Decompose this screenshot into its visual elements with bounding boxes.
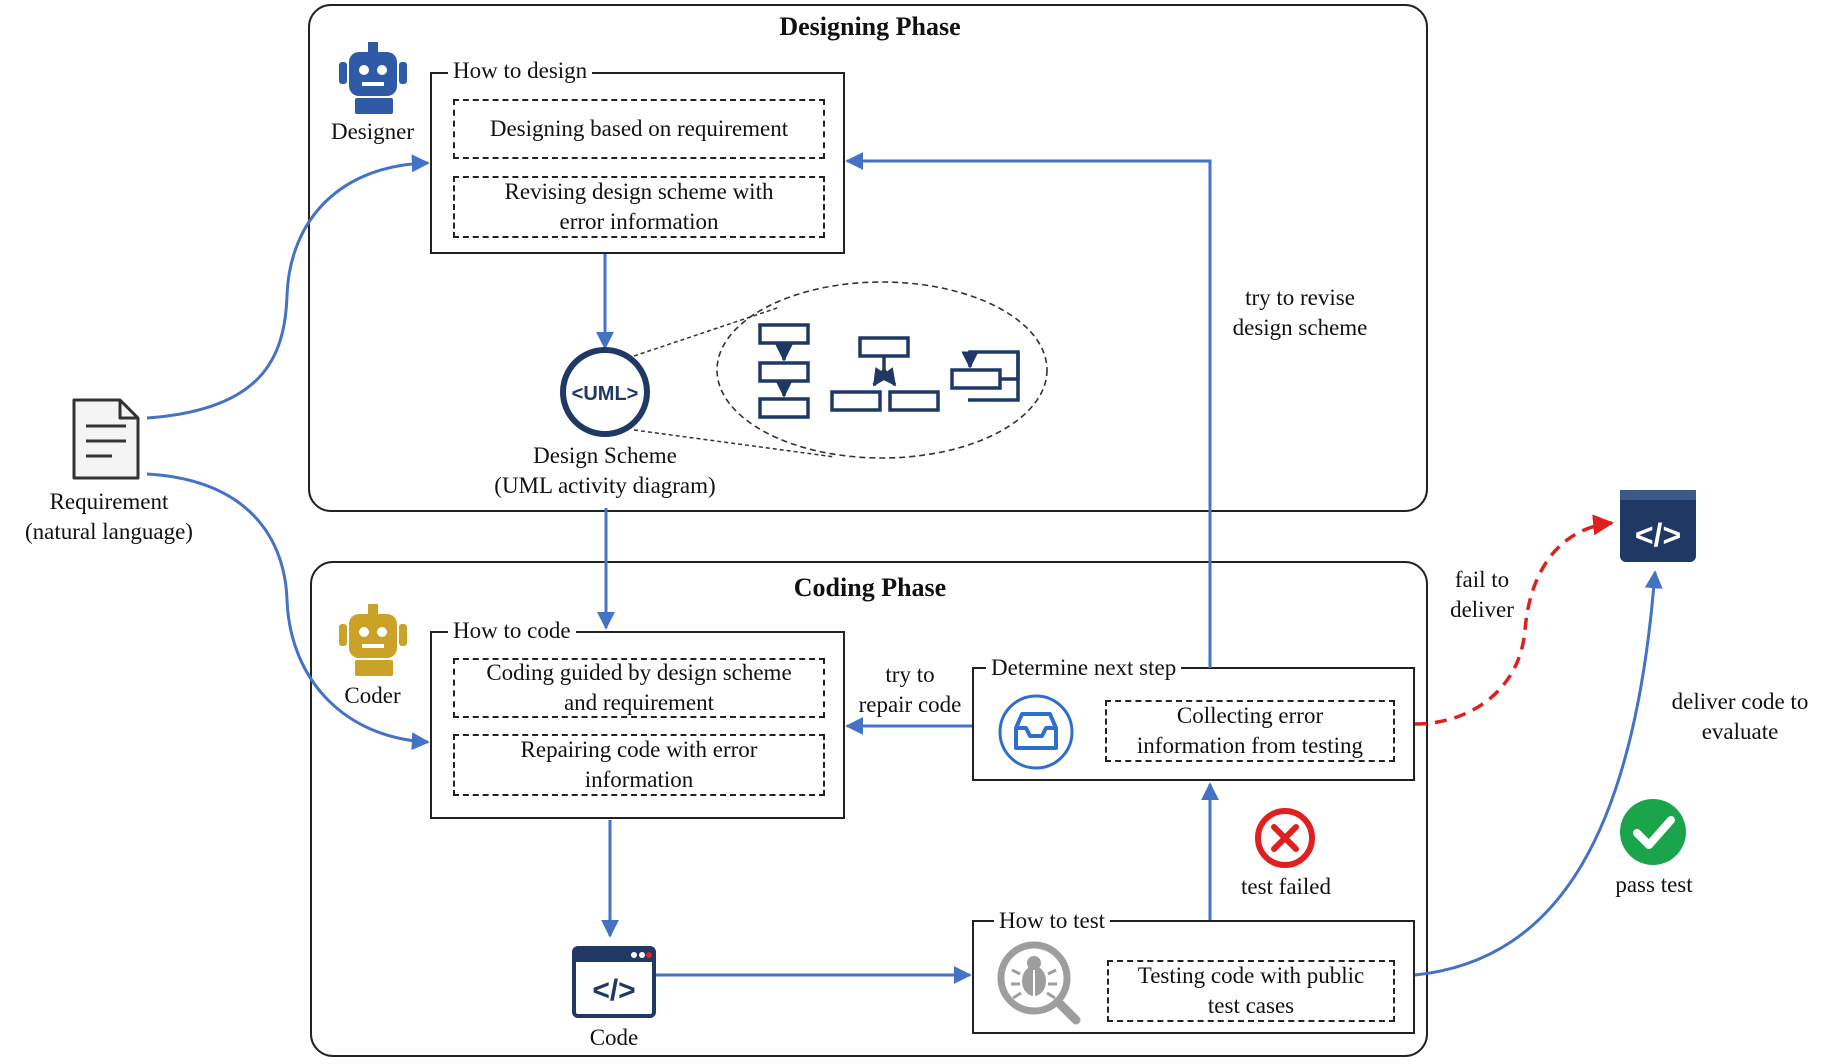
design-scheme-line1: Design Scheme xyxy=(533,443,677,468)
deliver-line1: deliver code to xyxy=(1671,689,1809,714)
determine-next-step-legend: Determine next step xyxy=(986,654,1182,682)
uml-icon-text: <UML> xyxy=(572,383,639,405)
try-revise-line2: design scheme xyxy=(1232,315,1368,340)
how-to-design-item2-line1: Revising design scheme with xyxy=(504,179,774,204)
how-to-test-item-line2: test cases xyxy=(1207,993,1295,1018)
revising-design-scheme: Revising design scheme with error inform… xyxy=(453,176,825,238)
how-to-code-item2-line1: Repairing code with error xyxy=(520,737,758,762)
determine-next-step-box xyxy=(972,667,1415,781)
delivered-code-icon xyxy=(1620,490,1696,562)
how-to-design-item2-line2: error information xyxy=(559,209,719,234)
arrow-requirement-to-code xyxy=(146,472,430,751)
arrow-requirement-to-design xyxy=(146,154,430,420)
designing-phase-title: Designing Phase xyxy=(779,12,961,41)
bug-search-icon xyxy=(997,941,1081,1025)
pass-test-icon xyxy=(1620,799,1686,865)
collecting-error-information: Collecting error information from testin… xyxy=(1105,700,1395,762)
design-scheme-label: Design Scheme (UML activity diagram) xyxy=(470,441,740,501)
how-to-code-item1-line2: and requirement xyxy=(563,690,715,715)
deliver-line2: evaluate xyxy=(1701,719,1779,744)
code-label: Code xyxy=(589,1025,639,1050)
uml-zoom-ellipse xyxy=(716,281,1048,459)
designing-phase-container xyxy=(308,4,1428,512)
deliver-code-label: deliver code to evaluate xyxy=(1655,687,1825,747)
how-to-design-box xyxy=(430,72,845,254)
uml-flow-sample-3 xyxy=(950,350,1020,402)
uml-flow-sample-1 xyxy=(758,323,810,419)
coding-guided-by-design: Coding guided by design scheme and requi… xyxy=(453,658,825,718)
how-to-test-box xyxy=(972,920,1415,1034)
how-to-test-item-line1: Testing code with public xyxy=(1137,963,1365,988)
coder-label: Coder xyxy=(344,683,401,708)
designer-label: Designer xyxy=(330,119,415,144)
how-to-code-item2-line2: information xyxy=(584,767,694,792)
zoom-line-bottom xyxy=(633,429,836,458)
test-failed-icon xyxy=(1255,808,1315,868)
try-revise-label: try to revise design scheme xyxy=(1200,283,1400,343)
designing-based-on-requirement: Designing based on requirement xyxy=(453,99,825,159)
fail-to-deliver-label: fail to deliver xyxy=(1432,565,1532,625)
uml-flow-sample-2 xyxy=(830,336,940,412)
how-to-design-item1: Designing based on requirement xyxy=(489,116,789,141)
requirement-line1: Requirement xyxy=(49,489,169,514)
test-failed-label: test failed xyxy=(1240,874,1332,899)
code-file-icon xyxy=(572,946,656,1018)
coding-phase-container xyxy=(310,561,1428,1057)
repairing-code: Repairing code with error information xyxy=(453,734,825,796)
arrow-determine-to-design xyxy=(845,152,1212,668)
how-to-test-legend: How to test xyxy=(994,907,1111,935)
try-revise-line1: try to revise xyxy=(1245,285,1355,310)
design-scheme-line2: (UML activity diagram) xyxy=(494,473,716,498)
requirement-label: Requirement (natural language) xyxy=(4,487,214,547)
how-to-code-item1-line1: Coding guided by design scheme xyxy=(486,660,792,685)
how-to-code-box xyxy=(430,631,845,819)
arrow-fail-to-deliver xyxy=(1414,514,1615,726)
designer-robot-icon xyxy=(339,42,407,114)
fail-deliver-line1: fail to xyxy=(1454,567,1510,592)
testing-code-with-public-tests: Testing code with public test cases xyxy=(1107,960,1395,1022)
try-repair-label: try to repair code xyxy=(848,660,972,720)
coding-phase-title: Coding Phase xyxy=(793,573,947,602)
inbox-icon xyxy=(998,694,1074,770)
coder-robot-icon xyxy=(339,604,407,676)
document-icon xyxy=(72,398,140,480)
uml-icon xyxy=(560,347,650,437)
how-to-design-legend: How to design xyxy=(448,57,593,85)
determine-item-line2: information from testing xyxy=(1136,733,1364,758)
fail-deliver-line2: deliver xyxy=(1450,597,1514,622)
requirement-line2: (natural language) xyxy=(25,519,193,544)
delivered-code-icon-text: </> xyxy=(1635,517,1681,553)
zoom-line-top xyxy=(633,306,781,357)
try-repair-line1: try to xyxy=(885,662,935,687)
how-to-code-legend: How to code xyxy=(448,617,576,645)
determine-item-line1: Collecting error xyxy=(1176,703,1324,728)
try-repair-line2: repair code xyxy=(858,692,962,717)
arrow-test-to-deliver xyxy=(1414,570,1663,977)
pass-test-label: pass test xyxy=(1615,872,1693,897)
code-icon-text: </> xyxy=(592,974,635,1007)
